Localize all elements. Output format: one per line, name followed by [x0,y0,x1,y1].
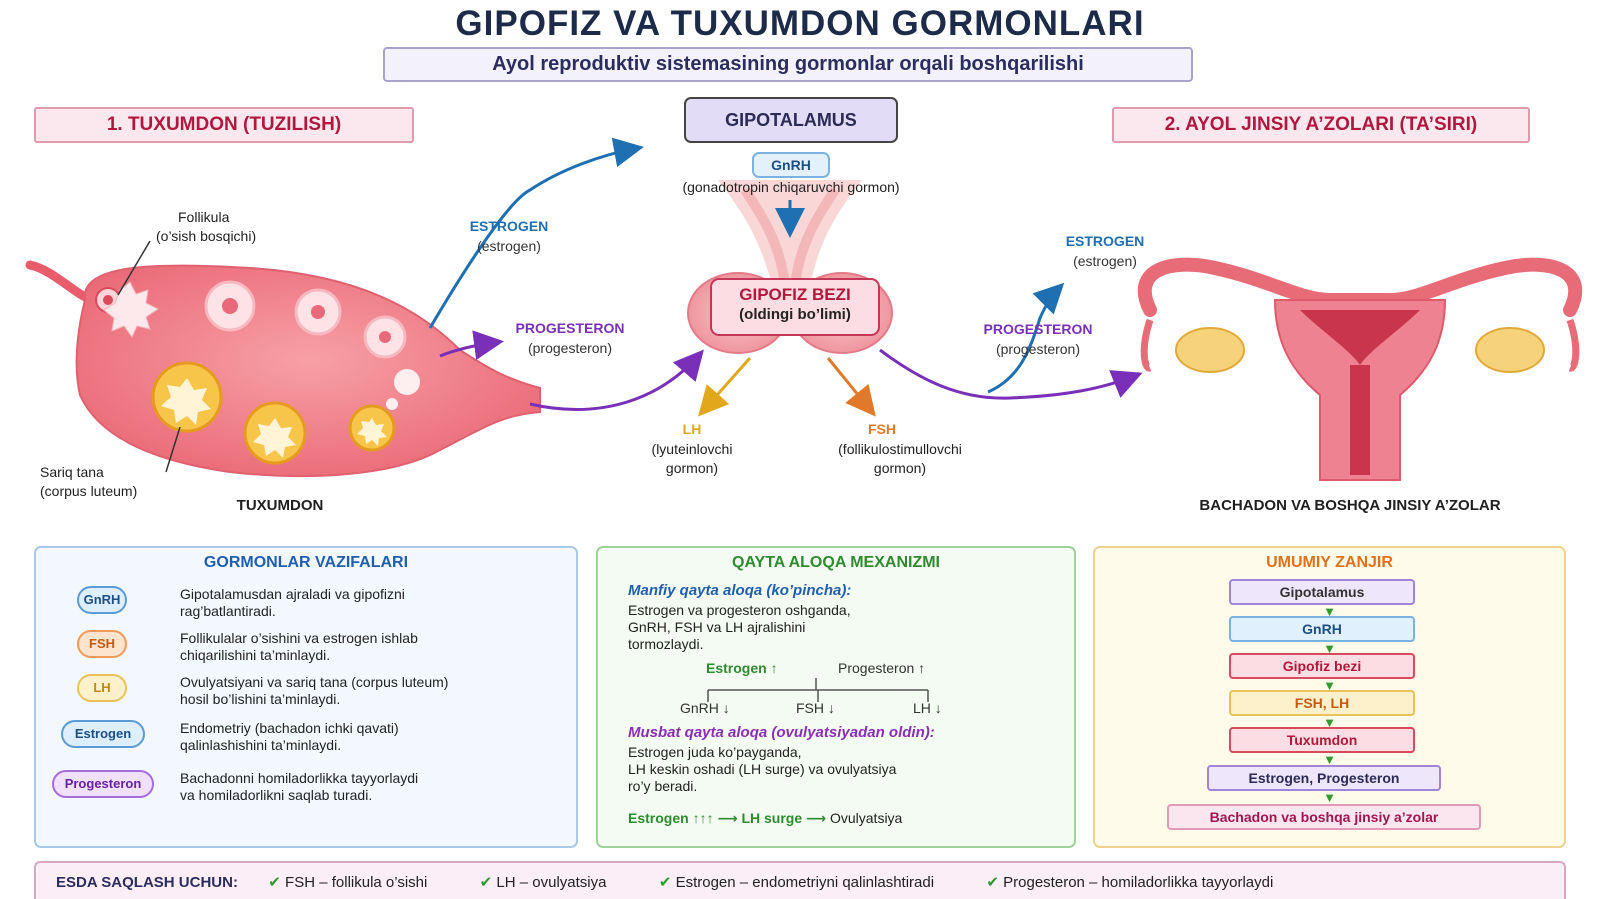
progesteron-label-right: PROGESTERON [983,321,1093,337]
memo-row: ESDA SAQLASH UCHUN: ✔ FSH – follikula o’… [56,873,1273,891]
follicle-label: Follikula [178,209,230,225]
gnrh-label: GnRH [752,152,830,178]
memo-item: Estrogen – endometriyni qalinlashtiradi [675,874,935,891]
hormone-functions-panel: GORMONLAR VAZIFALARI GnRH Gipotalamusdan… [34,546,578,848]
lh-label: LH [682,421,702,437]
fsh-desc-1: (follikulostimullovchi [838,441,962,457]
memo-label: ESDA SAQLASH UCHUN: [56,874,238,891]
section-ovary-header: 1. TUXUMDON (TUZILISH) [34,107,414,143]
chain-arrow-icon: ▼ [1323,752,1336,767]
function-row-lh: LH Ovulyatsiyani va sariq tana (corpus l… [52,674,568,714]
chain-arrow-icon: ▼ [1323,715,1336,730]
ovulation-sequence: Estrogen ↑↑↑ ⟶ LH surge ⟶ Ovulyatsiya [628,810,903,826]
progesteron-arrow-left [439,330,504,360]
tree-fsh: FSH ↓ [796,700,835,716]
tree-progesteron: Progesteron ↑ [838,660,926,676]
pituitary-label: GIPOFIZ BEZI (oldingi bo’limi) [710,278,880,336]
estrogen-sub-left: (estrogen) [477,238,541,254]
function-row-gnrh: GnRH Gipotalamusdan ajraladi va gipofizn… [52,586,568,626]
memo-bar: ESDA SAQLASH UCHUN: ✔ FSH – follikula o’… [34,861,1566,899]
memo-item: Progesteron – homiladorlikka tayyorlaydi [1003,874,1274,891]
ovary-caption: TUXUMDON [236,497,324,514]
chain-arrow-icon: ▼ [1323,678,1336,693]
check-icon: ✔ [268,874,281,891]
negative-feedback-text: Estrogen va progesteron oshganda, GnRH, … [628,602,851,652]
chain-step-pituitary: Gipofiz bezi [1229,653,1415,679]
page-subtitle: Ayol reproduktiv sistemasining gormonlar… [383,47,1193,82]
corpus-luteum-sublabel: (corpus luteum) [40,483,138,499]
chain-title: UMUMIY ZANJIR [1266,554,1393,571]
pituitary-subtitle: (oldingi bo’limi) [739,306,851,323]
function-text: Ovulyatsiyani va sariq tana (corpus lute… [180,674,449,707]
lh-arrow [698,357,752,417]
estrogen-sub-right: (estrogen) [1073,253,1137,269]
chain-arrow-icon: ▼ [1323,790,1336,805]
memo-item: LH – ovulyatsiya [496,874,607,891]
function-text: Endometriy (bachadon ichki qavati)qalinl… [180,720,399,753]
tree-estrogen: Estrogen ↑ [706,660,778,676]
fsh-badge: FSH [77,630,127,658]
feedback-arrow-left [529,349,704,411]
estrogen-arrow-right [987,282,1065,394]
page-title: GIPOFIZ VA TUXUMDON GORMONLARI [455,4,1145,43]
chain-step-hypothalamus: Gipotalamus [1229,579,1415,605]
check-icon: ✔ [479,874,493,891]
check-icon: ✔ [658,874,672,891]
tree-gnrh: GnRH ↓ [680,700,730,716]
lh-badge: LH [77,674,127,702]
estrogen-label-right: ESTROGEN [1065,233,1145,249]
chain-step-fsh-lh: FSH, LH [1229,690,1415,716]
fsh-label: FSH [868,421,896,437]
chain-step-gnrh: GnRH [1229,616,1415,642]
pituitary-title: GIPOFIZ BEZI [739,285,851,304]
chain-arrow-icon: ▼ [1323,641,1336,656]
memo-item: FSH – follikula o’sishi [285,874,428,891]
tree-lh: LH ↓ [913,700,942,716]
lh-desc-1: (lyuteinlovchi [651,441,733,457]
corpus-luteum-label: Sariq tana [40,464,104,480]
feedback-title: QAYTA ALOQA MEXANIZMI [732,554,940,571]
progesteron-arrow-right [879,348,1143,400]
ovary-illustration [25,240,541,478]
gnrh-description: (gonadotropin chiqaruvchi gormon) [682,179,900,195]
uterus-caption: BACHADON VA BOSHQA JINSIY A’ZOLAR [1199,497,1501,514]
chain-arrow-icon: ▼ [1323,604,1336,619]
lh-desc-2: gormon) [665,460,719,476]
positive-feedback-text: Estrogen juda ko’payganda, LH keskin osh… [628,744,897,794]
function-row-fsh: FSH Follikulalar o’sishini va estrogen i… [52,630,568,670]
chain-step-organs: Bachadon va boshqa jinsiy a’zolar [1167,804,1481,830]
progesteron-badge: Progesteron [52,770,154,798]
positive-feedback-heading: Musbat qayta aloqa (ovulyatsiyadan oldin… [628,724,935,741]
function-text: Follikulalar o’sishini va estrogen ishla… [180,630,418,663]
estrogen-label-left: ESTROGEN [469,218,549,234]
fsh-arrow [826,357,876,417]
estrogen-badge: Estrogen [61,720,145,748]
fsh-desc-2: gormon) [873,460,927,476]
progesteron-label-left: PROGESTERON [515,320,625,336]
section-organs-header: 2. AYOL JINSIY A’ZOLARI (TA’SIRI) [1112,107,1530,143]
chain-step-ovary: Tuxumdon [1229,727,1415,753]
follicle-sublabel: (o’sish bosqichi) [156,228,257,244]
uterus-illustration [1137,257,1583,481]
feedback-panel: QAYTA ALOQA MEXANIZMI Manfiy qayta aloqa… [596,546,1076,848]
chain-panel: UMUMIY ZANJIR Gipotalamus ▼ GnRH ▼ Gipof… [1093,546,1566,848]
check-icon: ✔ [986,874,999,891]
hypothalamus-box: GIPOTALAMUS [684,97,898,143]
feedback-tree-lines [707,678,929,702]
function-row-estrogen: Estrogen Endometriy (bachadon ichki qava… [52,720,568,760]
chain-step-hormones: Estrogen, Progesteron [1207,765,1441,791]
hormone-functions-title: GORMONLAR VAZIFALARI [203,554,409,571]
estrogen-arrow-left [428,137,644,329]
negative-feedback-heading: Manfiy qayta aloqa (ko’pincha): [628,582,852,599]
hormone-diagram [25,137,1583,481]
progesteron-sub-left: (progesteron) [527,340,613,356]
function-row-progesteron: Progesteron Bachadonni homiladorlikka ta… [52,770,568,810]
progesteron-sub-right: (progesteron) [995,341,1081,357]
gnrh-badge: GnRH [77,586,127,614]
